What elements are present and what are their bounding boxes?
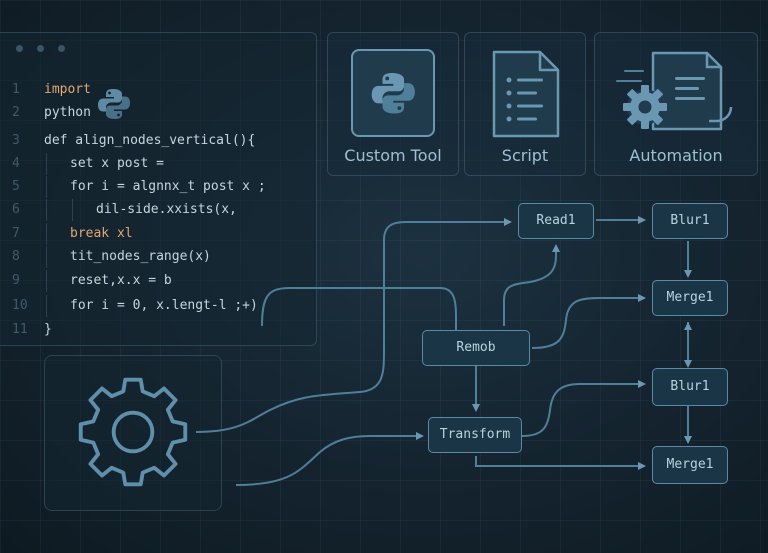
code-line: 9 reset,x.x = b	[0, 270, 316, 292]
window-dot[interactable]	[58, 45, 65, 52]
window-controls	[16, 45, 65, 52]
line-number: 11	[12, 322, 28, 337]
settings-gear-panel[interactable]	[44, 355, 222, 511]
code-text: dil-side.xxists(x,	[96, 202, 237, 217]
code-line: 2 python	[0, 89, 316, 124]
indent-guide	[46, 246, 47, 268]
window-dot[interactable]	[16, 45, 23, 52]
custom-tool-card[interactable]: Custom Tool	[327, 32, 459, 176]
code-text: break xl	[70, 226, 133, 241]
code-text: import	[44, 82, 91, 97]
code-line: 6 dil-side.xxists(x,	[0, 199, 316, 221]
code-line: 8 tit_nodes_range(x)	[0, 246, 316, 268]
line-number: 4	[12, 156, 20, 171]
code-text: for i = 0, x.lengt-l ;+)	[70, 298, 258, 313]
indent-guide	[72, 199, 73, 221]
node-transform[interactable]: Transform	[428, 417, 522, 453]
node-remob[interactable]: Remob	[422, 330, 530, 366]
code-line: 4 set x post =	[0, 153, 316, 175]
code-editor-panel[interactable]: 1 import 2 python 3 def align_nodes_vert…	[0, 32, 317, 346]
script-card[interactable]: Script	[464, 32, 586, 176]
line-number: 2	[12, 105, 20, 120]
code-text: }	[44, 322, 52, 337]
indent-guide	[46, 153, 47, 175]
gear-icon	[78, 377, 188, 487]
automation-card[interactable]: Automation	[594, 32, 758, 176]
indent-guide	[46, 199, 47, 221]
indent-guide	[46, 295, 47, 317]
tool-label: Script	[501, 146, 549, 165]
line-number: 10	[12, 298, 28, 313]
code-text: tit_nodes_range(x)	[70, 249, 211, 264]
code-text: for i = algnnx_t post x ;	[70, 179, 266, 194]
indent-guide	[46, 176, 47, 198]
python-logo-icon	[98, 89, 130, 119]
window-dot[interactable]	[37, 45, 44, 52]
node-read1[interactable]: Read1	[518, 203, 594, 239]
line-number: 9	[12, 273, 20, 288]
tool-label: Automation	[629, 146, 723, 165]
line-number: 8	[12, 249, 20, 264]
indent-guide	[46, 270, 47, 292]
code-text: def align_nodes_vertical(){	[44, 133, 256, 148]
python-logo-icon	[351, 49, 435, 137]
code-text: python	[44, 105, 91, 120]
document-list-icon	[492, 50, 560, 138]
node-blur1-bottom[interactable]: Blur1	[652, 368, 728, 406]
indent-guide	[46, 223, 47, 245]
gear-document-icon	[616, 51, 733, 131]
code-text: set x post =	[70, 156, 164, 171]
code-text: reset,x.x = b	[70, 273, 172, 288]
code-line: 7 break xl	[0, 223, 316, 245]
node-merge1-bottom[interactable]: Merge1	[652, 446, 728, 484]
code-line: 10 for i = 0, x.lengt-l ;+)	[0, 295, 316, 317]
line-number: 1	[12, 82, 20, 97]
node-merge1-top[interactable]: Merge1	[652, 280, 728, 316]
line-number: 7	[12, 226, 20, 241]
line-number: 5	[12, 179, 20, 194]
code-line: 3 def align_nodes_vertical(){	[0, 130, 316, 152]
code-line: 1 import	[0, 79, 316, 101]
code-line: 5 for i = algnnx_t post x ;	[0, 176, 316, 198]
code-line: 11 }	[0, 319, 316, 341]
line-number: 3	[12, 133, 20, 148]
tool-label: Custom Tool	[344, 146, 442, 165]
node-blur1-top[interactable]: Blur1	[652, 203, 728, 239]
line-number: 6	[12, 202, 20, 217]
